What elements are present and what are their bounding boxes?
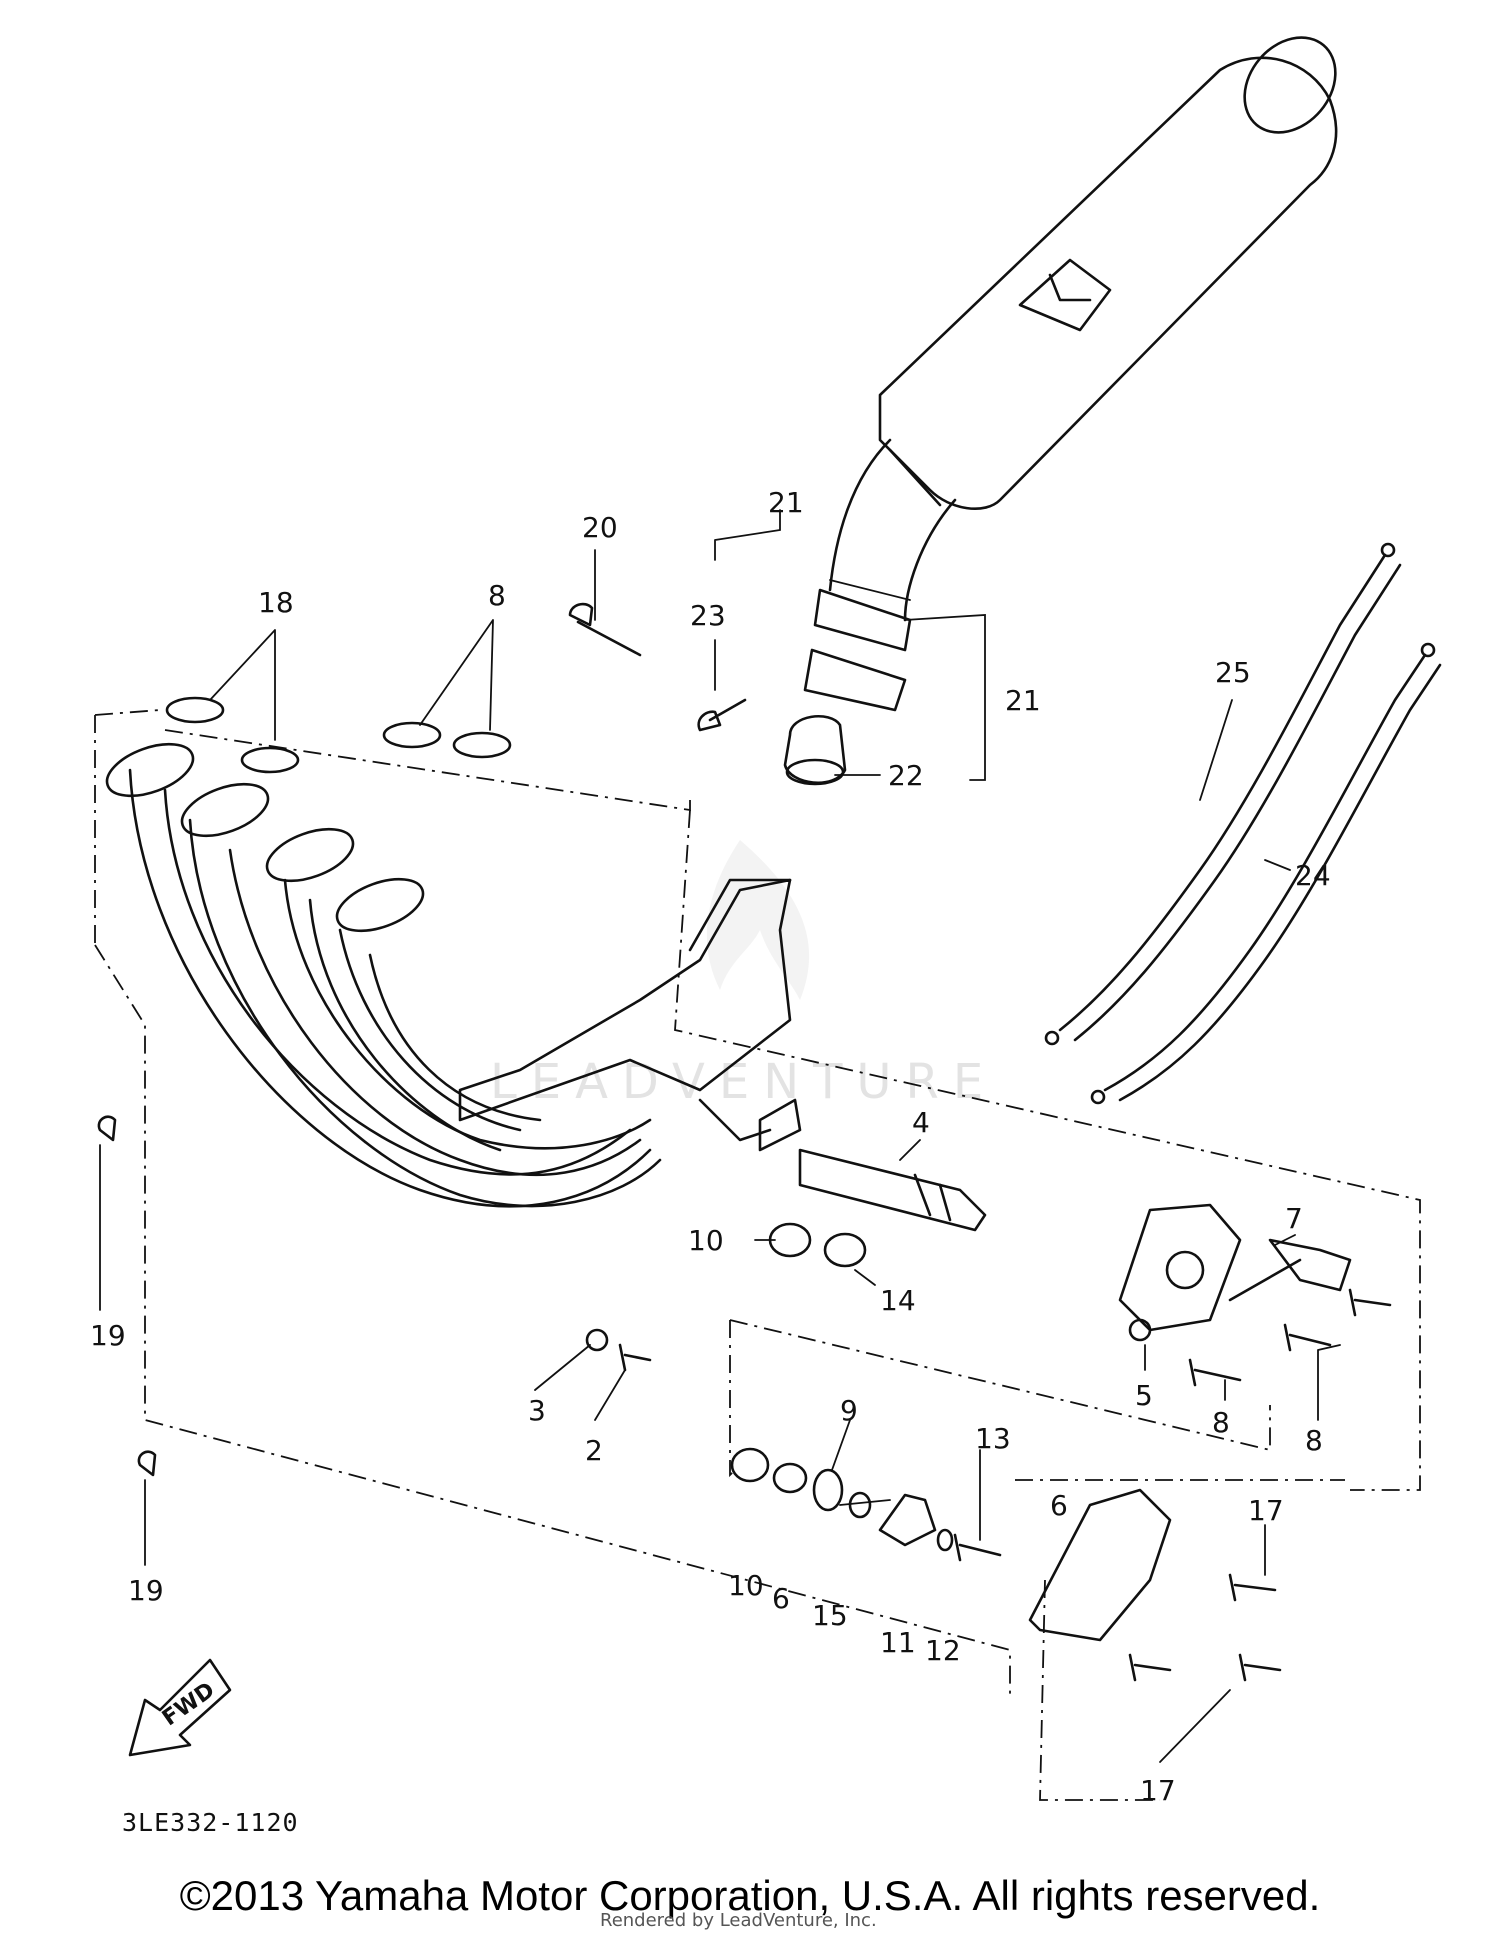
spring-15 <box>848 1491 872 1519</box>
bush-10 <box>768 1222 812 1258</box>
bolt-17a <box>1228 1573 1277 1602</box>
callout-22: 22 <box>888 759 924 792</box>
callout-4: 4 <box>912 1106 930 1139</box>
rendered-by-note: Rendered by LeadVenture, Inc. <box>600 1910 877 1931</box>
bolt-2 <box>618 1343 652 1372</box>
bolt-20 <box>568 602 642 657</box>
gaskets-18 <box>165 696 300 774</box>
damper-19a <box>97 1115 117 1142</box>
collector-body <box>458 878 802 1152</box>
callout-19-upper: 19 <box>90 1319 126 1352</box>
exhaust-header-pipes <box>105 742 662 1208</box>
gasket-22 <box>783 715 847 786</box>
watermark: LEADVENTURE <box>490 1054 997 1110</box>
cover-6 <box>1028 1488 1172 1642</box>
collar-6 <box>772 1462 808 1494</box>
callout-3: 3 <box>528 1394 546 1427</box>
callout-10-lower: 10 <box>728 1569 764 1602</box>
callout-8-mid: 8 <box>1212 1406 1230 1439</box>
callout-10: 10 <box>688 1224 724 1257</box>
callout-5: 5 <box>1135 1379 1153 1412</box>
bush-10-lower <box>730 1447 770 1483</box>
figure-code: 3LE332-1120 <box>122 1808 299 1837</box>
washer-9 <box>812 1468 844 1512</box>
callout-11: 11 <box>880 1626 916 1659</box>
bolt-17c <box>1238 1653 1282 1682</box>
fwd-arrow-icon <box>128 1658 232 1757</box>
leader-lines <box>99 509 1341 1763</box>
callout-8-top: 8 <box>488 579 506 612</box>
assembly-boundaries <box>94 709 1421 1801</box>
callout-24: 24 <box>1295 859 1331 892</box>
copyright-notice: ©2013 Yamaha Motor Corporation, U.S.A. A… <box>179 1872 1321 1919</box>
washer-12 <box>936 1528 954 1552</box>
washer-3 <box>585 1328 609 1352</box>
bolt-8c <box>1348 1288 1392 1317</box>
bolt-8b <box>1283 1323 1332 1352</box>
callout-12: 12 <box>925 1634 961 1667</box>
lever-11 <box>878 1493 937 1547</box>
servo-pulley-housing <box>1118 1203 1242 1342</box>
control-cables <box>1044 542 1442 1105</box>
pulley-arm-7 <box>1228 1238 1352 1302</box>
callout-21-top: 21 <box>768 486 804 519</box>
callout-19-lower: 19 <box>128 1574 164 1607</box>
callout-6-lower: 6 <box>772 1582 790 1615</box>
callout-7: 7 <box>1285 1202 1303 1235</box>
callout-6-cover: 6 <box>1050 1489 1068 1522</box>
seal-14 <box>823 1232 867 1268</box>
callout-17-top: 17 <box>1248 1494 1284 1527</box>
valve-shaft-4 <box>798 1148 987 1232</box>
callout-numbers: 21 20 23 18 8 21 22 25 24 4 10 14 7 13 3… <box>90 486 1331 1807</box>
callout-17-bottom: 17 <box>1140 1774 1176 1807</box>
callout-23: 23 <box>690 599 726 632</box>
bolt-13 <box>953 1533 1002 1562</box>
callout-14: 14 <box>880 1284 916 1317</box>
callout-13-label: 13 <box>975 1422 1011 1455</box>
callout-9: 9 <box>840 1394 858 1427</box>
muffler <box>878 36 1338 511</box>
callout-25: 25 <box>1215 656 1251 689</box>
bolt-8a <box>1188 1358 1242 1387</box>
gaskets-8 <box>382 721 512 759</box>
callout-15: 15 <box>812 1599 848 1632</box>
bolt-17b <box>1128 1653 1172 1682</box>
callout-8-right: 8 <box>1305 1424 1323 1457</box>
mid-pipe <box>803 438 957 712</box>
callout-18: 18 <box>258 586 294 619</box>
callout-2: 2 <box>585 1434 603 1467</box>
callout-21-side: 21 <box>1005 684 1041 717</box>
callout-20: 20 <box>582 511 618 544</box>
damper-19b <box>137 1450 157 1477</box>
bolt-23 <box>697 698 747 732</box>
